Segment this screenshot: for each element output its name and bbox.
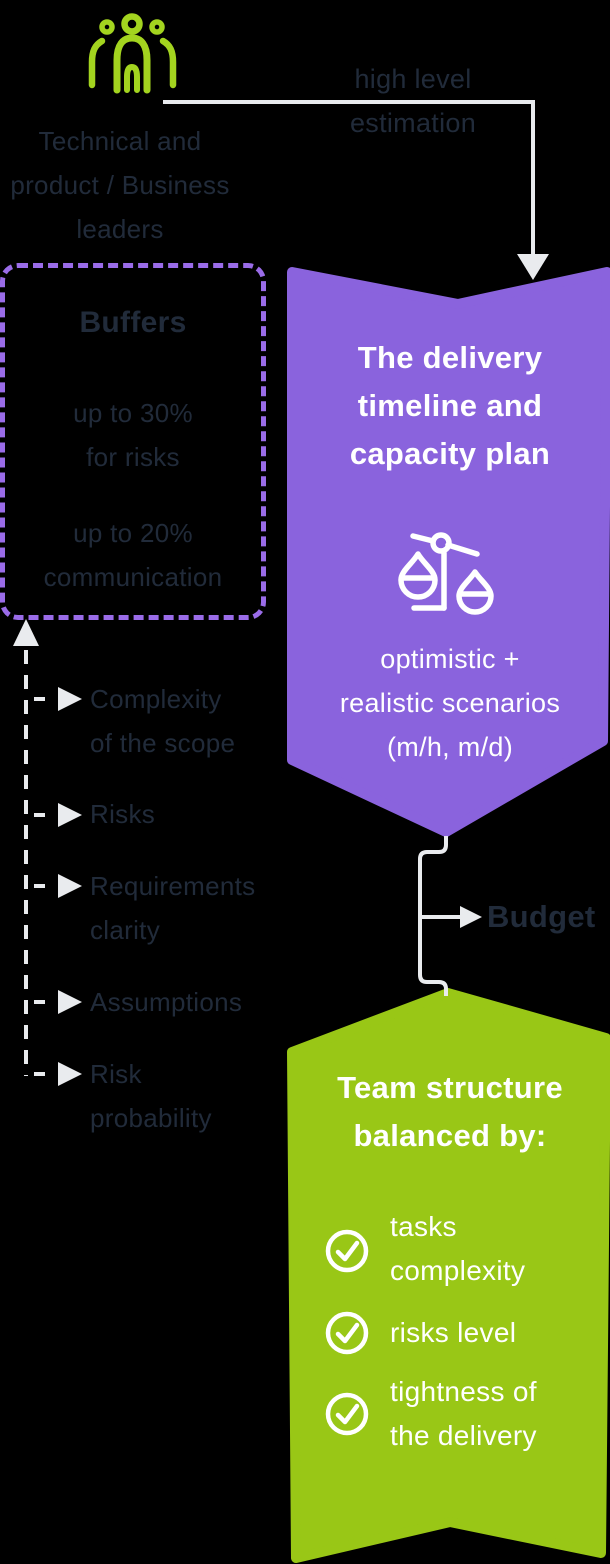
check-circle-icon xyxy=(325,1392,369,1436)
factor-arrow-assumptions xyxy=(34,990,82,1014)
factor-assumptions: Assumptions xyxy=(90,987,243,1017)
factor-arrow-risk-probability xyxy=(34,1062,82,1086)
buffers-item-communication: up to 20% communication xyxy=(43,518,223,592)
factor-arrow-complexity xyxy=(34,687,82,711)
high-level-arrowhead-icon xyxy=(517,254,549,280)
budget-arrowhead-icon xyxy=(460,906,482,928)
buffers-title: Buffers xyxy=(79,306,187,339)
buffers-up-arrowhead-icon xyxy=(13,619,39,646)
check-circle-icon xyxy=(325,1311,369,1355)
delivery-banner-shape xyxy=(287,267,610,837)
budget-label: Budget xyxy=(487,899,596,934)
team-item-tasks-complexity: tasks complexity xyxy=(390,1211,526,1286)
delivery-banner-title: The delivery timeline and capacity plan xyxy=(349,340,551,471)
high-level-estimation-label: high level estimation xyxy=(349,64,477,138)
factor-arrow-risks xyxy=(34,803,82,827)
buffers-box: Buffers up to 30% for risks up to 20% co… xyxy=(0,263,266,620)
team-item-tightness: tightness of the delivery xyxy=(390,1376,537,1451)
team-banner-title: Team structure balanced by: xyxy=(337,1070,563,1153)
scales-icon xyxy=(398,532,494,615)
people-group-icon xyxy=(88,13,177,94)
high-level-connector-line xyxy=(163,100,535,254)
factor-arrow-requirements xyxy=(34,874,82,898)
delivery-banner-subtitle: optimistic + realistic scenarios (m/h, m… xyxy=(339,644,561,762)
team-banner-shape xyxy=(287,988,610,1563)
team-item-risks-level: risks level xyxy=(390,1317,517,1348)
buffers-item-risks: up to 30% for risks xyxy=(73,398,193,472)
leaders-label: Technical and product / Business leaders xyxy=(10,126,230,244)
factor-risks: Risks xyxy=(90,799,156,829)
check-circle-icon xyxy=(325,1229,369,1273)
